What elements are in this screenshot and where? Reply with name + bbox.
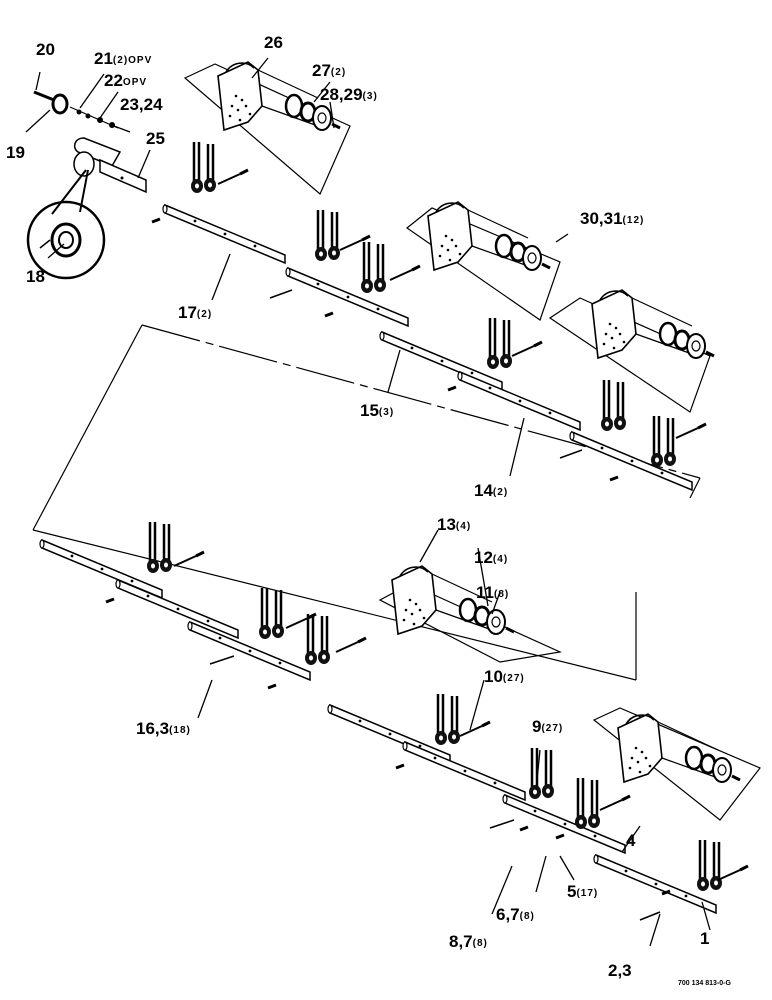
detail-circle: [26, 169, 106, 280]
callout-6-7: 6,7(8): [496, 905, 535, 924]
callout-21: 21(2)OPV: [94, 49, 153, 68]
callout-12: 12(4): [474, 548, 509, 567]
callout-14: 14(2): [474, 481, 509, 500]
callout-8-7: 8,7(8): [449, 932, 488, 951]
callout-11: 11(8): [476, 583, 510, 602]
bracket-assembly-top: [183, 60, 351, 195]
callout-20: 20: [36, 40, 55, 59]
callout-25: 25: [146, 129, 165, 148]
leader-lines: [25, 57, 711, 947]
callout-30-31: 30,31(12): [580, 209, 645, 228]
callout-1: 1: [700, 929, 710, 948]
callout-16-3: 16,3(18): [136, 719, 191, 738]
chain-outline: [32, 324, 701, 681]
callout-10: 10(27): [484, 667, 525, 686]
bolts-and-pins: [104, 168, 750, 921]
bracket-assembly-bottom: [592, 707, 761, 821]
callout-4: 4: [626, 831, 636, 850]
callout-22: 22OPV: [104, 71, 148, 90]
callout-19: 19: [6, 143, 25, 162]
callout-13: 13(4): [437, 515, 472, 534]
bracket-assembly-mid-1: [405, 200, 561, 321]
callout-17: 17(2): [178, 303, 213, 322]
callout-2-3: 2,3: [608, 961, 632, 980]
callout-26: 26: [264, 33, 283, 52]
drive-hub-group: [33, 90, 147, 194]
callout-15: 15(3): [360, 401, 395, 420]
callout-9: 9(27): [532, 717, 564, 736]
callout-28-29: 28,29(3): [320, 85, 378, 104]
figure-number: 700 134 813-0-G: [678, 980, 731, 987]
bracket-assembly-lower: [378, 564, 563, 663]
callout-5: 5(17): [567, 882, 599, 901]
bracket-assembly-mid-2: [548, 288, 716, 413]
callout-18: 18: [26, 267, 45, 286]
callout-27: 27(2): [312, 61, 347, 80]
callout-23-24: 23,24: [120, 95, 163, 114]
